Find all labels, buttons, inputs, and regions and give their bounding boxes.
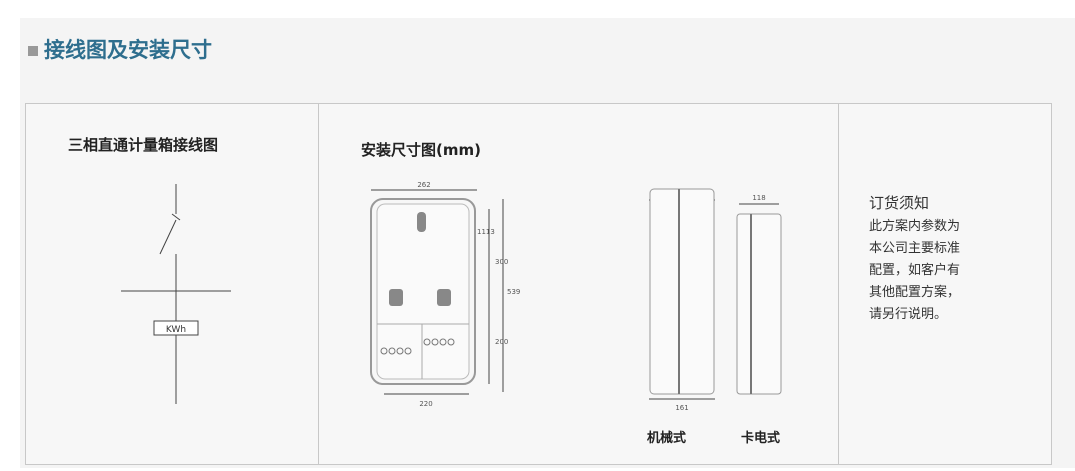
section-title: 接线图及安装尺寸 xyxy=(28,34,212,64)
dim-depth-card: 118 xyxy=(752,194,765,202)
notice-panel: 订货须知 此方案内参数为 本公司主要标准 配置，如客户有 其他配置方案， 请另行… xyxy=(838,103,1052,465)
notice-line: 配置，如客户有 xyxy=(869,263,961,278)
section-title-text: 接线图及安装尺寸 xyxy=(44,38,212,62)
dim-height-lower: 200 xyxy=(495,338,508,346)
order-notice: 订货须知 此方案内参数为 本公司主要标准 配置，如客户有 其他配置方案， 请另行… xyxy=(869,192,960,326)
notice-line: 此方案内参数为 xyxy=(869,219,961,234)
notice-line: 其他配置方案， xyxy=(869,285,961,300)
dim-side-small: 1113 xyxy=(477,228,495,236)
install-panel: 安装尺寸图(mm) 262 220 300 200 539 1113 118 1… xyxy=(318,103,839,465)
wiring-diagram: KWh xyxy=(121,184,231,404)
dim-depth-mech: 161 xyxy=(675,404,688,412)
dim-width-bottom: 220 xyxy=(419,400,432,408)
dim-width-top: 262 xyxy=(417,181,430,189)
notice-line: 本公司主要标准 xyxy=(869,241,961,256)
dimension-drawing: 262 220 300 200 539 1113 118 161 xyxy=(370,181,782,412)
notice-title: 订货须知 xyxy=(869,194,930,212)
dim-height-upper: 300 xyxy=(495,258,508,266)
install-title: 安装尺寸图(mm) xyxy=(361,141,481,159)
square-bullet-icon xyxy=(28,46,38,56)
dim-height-total: 539 xyxy=(507,288,520,296)
notice-line: 请另行说明。 xyxy=(869,307,948,322)
wiring-title: 三相直通计量箱接线图 xyxy=(68,136,219,154)
meter-label: KWh xyxy=(166,325,186,335)
mechanical-label: 机械式 xyxy=(647,431,687,446)
wiring-panel: 三相直通计量箱接线图 KWh xyxy=(25,103,319,465)
card-label: 卡电式 xyxy=(741,431,781,446)
